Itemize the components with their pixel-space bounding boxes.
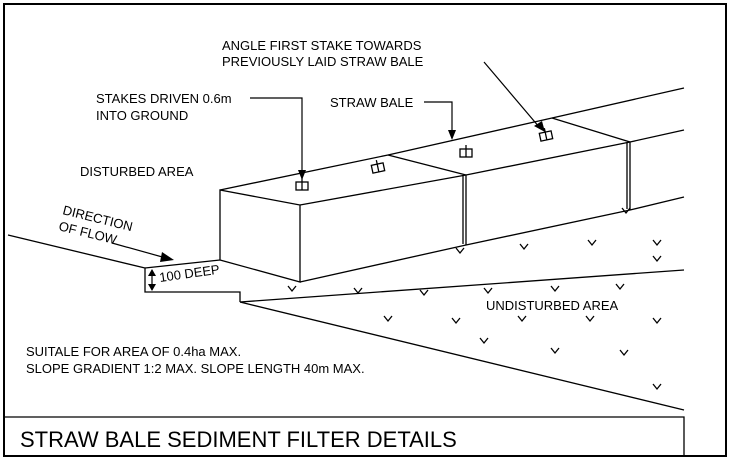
trench-wall [144,259,221,269]
flow-arrow-icon [287,285,297,293]
direction-arrow [111,242,167,259]
label-angle-stake-line2: PREVIOUSLY LAID STRAW BALE [222,54,424,69]
flow-arrow-icon [652,239,662,247]
label-straw-bale: STRAW BALE [330,95,414,110]
drawing-border [3,3,727,457]
flow-arrows [287,207,662,391]
stake-icon [370,160,386,174]
depth-dimension [148,269,156,291]
stake-icon [538,128,554,142]
flow-arrow-icon [587,239,597,247]
flow-arrow-icon [353,287,363,295]
straw-bale-leader [424,101,453,134]
flow-arrow-icon [550,347,560,355]
label-angle-stake-line1: ANGLE FIRST STAKE TOWARDS [222,38,422,53]
flow-arrow-icon [483,287,493,295]
stakes-leader [250,97,303,174]
flow-arrow-icon [621,207,631,215]
flow-arrow-icon [652,383,662,391]
flow-arrow-icon [519,243,529,251]
flow-arrow-icon [619,349,629,357]
flow-arrow-icon [479,337,489,345]
drawing-title: STRAW BALE SEDIMENT FILTER DETAILS [20,427,457,452]
label-undisturbed-area: UNDISTURBED AREA [486,298,619,313]
bale-row-front-top-edge [299,129,685,206]
flow-arrow-icon [451,317,461,325]
angle-stake-leader [483,61,541,129]
undisturbed-slope-edge [239,301,685,411]
flow-arrow-icon [550,285,560,293]
disturbed-ground-line [7,234,241,302]
flow-arrow-icon [652,317,662,325]
stake-icons [295,128,554,191]
flow-arrow-icon [615,283,625,291]
flow-arrow-icon [652,255,662,263]
stake-icon [459,145,473,158]
flow-arrow-icon [419,289,429,297]
bale-row-bottom-edge [299,196,685,283]
flow-arrow-icon [517,315,527,323]
flow-arrow-icon [383,315,393,323]
first-bale-front-face [219,189,301,283]
label-stakes-driven-line1: STAKES DRIVEN 0.6m [96,91,232,106]
label-stakes-driven-line2: INTO GROUND [96,108,188,123]
bale-joint-2 [551,117,631,210]
label-disturbed-area: DISTURBED AREA [80,164,194,179]
note-line1: SUITALE FOR AREA OF 0.4ha MAX. [26,344,241,359]
bale-joint-1 [387,154,467,245]
note-line2: SLOPE GRADIENT 1:2 MAX. SLOPE LENGTH 40m… [26,361,365,376]
undisturbed-ground-line [239,269,685,303]
leader-lines [111,61,545,262]
flow-arrow-icon [455,247,465,255]
title-block-border [4,416,685,456]
flow-arrow-icon [585,315,595,323]
